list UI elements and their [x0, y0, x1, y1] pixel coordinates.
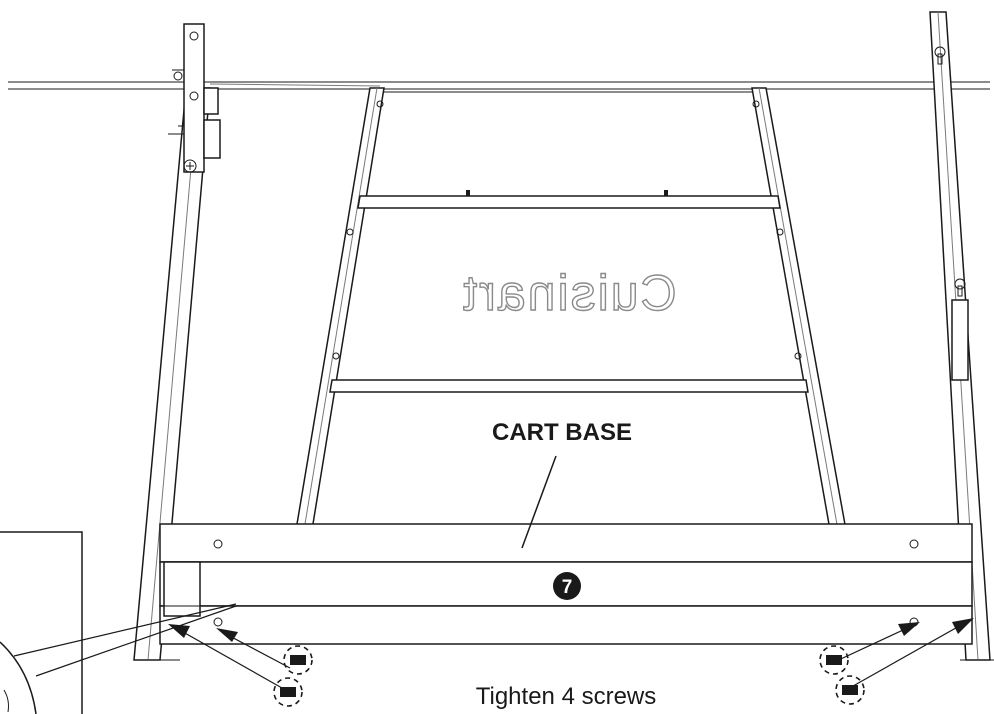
shelf-crossbars [329, 91, 809, 393]
arrow-head [168, 624, 190, 638]
detail-inset [0, 531, 237, 714]
screws [273, 645, 865, 707]
left-hinge-bracket [168, 23, 221, 173]
inner-right-rail [751, 87, 847, 531]
arrow-head [952, 618, 974, 634]
arrow-head [216, 628, 238, 642]
arrow-head [898, 622, 920, 636]
step-badge: 7 [553, 572, 581, 600]
screw-arrows [168, 618, 974, 691]
top-rail [8, 81, 990, 90]
part-label: CART BASE [492, 419, 632, 446]
step-number: 7 [562, 577, 573, 598]
brand-logo-text: Cuisinart [461, 265, 676, 321]
brand-logo: Cuisinart [461, 264, 678, 321]
right-keyholes [934, 46, 966, 297]
part-leader-line [521, 455, 557, 549]
cart-base-panel [134, 523, 994, 661]
instruction-caption: Tighten 4 screws [476, 683, 657, 710]
rail-screws [332, 100, 802, 360]
inner-left-rail [295, 87, 385, 531]
